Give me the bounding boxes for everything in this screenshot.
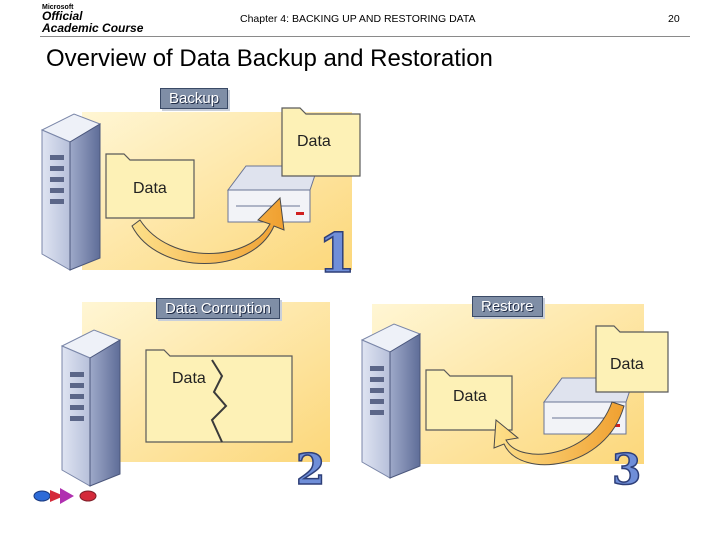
slide-nav-icon[interactable]	[33, 488, 97, 504]
slide-title: Overview of Data Backup and Restoration	[46, 45, 493, 72]
logo-course-text: Academic Course	[42, 21, 144, 35]
panel-backup	[40, 107, 361, 271]
restore-arrow	[493, 401, 625, 466]
page-number: 20	[668, 13, 680, 25]
data-label-corrupted: Data	[172, 370, 206, 387]
server-tower-icon	[360, 323, 422, 479]
data-label-server-restore: Data	[453, 388, 487, 405]
label-data-corruption: Data Corruption	[156, 298, 280, 319]
server-tower-icon	[60, 329, 122, 487]
header-rule	[40, 36, 690, 37]
data-label-server: Data	[133, 180, 167, 197]
label-restore: Restore	[472, 296, 543, 317]
logo-microsoft-text: Microsoft	[42, 4, 74, 11]
folder-icon	[425, 369, 513, 431]
server-tower-icon	[40, 113, 102, 271]
step-number-1: 1	[318, 221, 356, 285]
panel-restore	[360, 304, 669, 479]
data-label-tape: Data	[297, 133, 331, 150]
step-number-3: 3	[612, 445, 641, 494]
step-number-2: 2	[296, 445, 325, 494]
chapter-heading: Chapter 4: BACKING UP AND RESTORING DATA	[240, 13, 476, 25]
backup-arrow	[131, 196, 285, 264]
logo-official-text: Official	[42, 9, 83, 23]
data-label-tape-restore: Data	[610, 356, 644, 373]
folder-icon	[595, 325, 669, 393]
folder-icon	[281, 107, 361, 177]
label-backup: Backup	[160, 88, 229, 109]
corrupted-folder-icon	[145, 349, 293, 443]
folder-icon	[105, 153, 195, 219]
panel-corruption	[60, 302, 330, 487]
